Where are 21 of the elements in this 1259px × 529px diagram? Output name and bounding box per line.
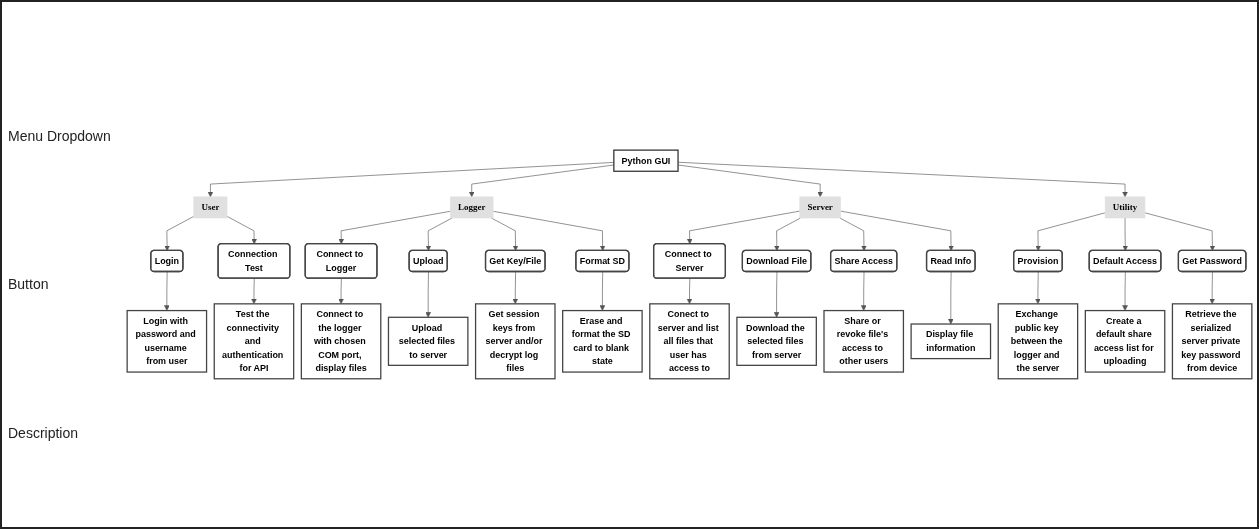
node-box: Python GUI — [613, 149, 679, 172]
node-box: Display file information — [910, 323, 992, 360]
node-box: Erase and format the SD card to blank state — [562, 310, 643, 373]
node-box: Server — [799, 196, 841, 219]
row-label: Description — [8, 424, 80, 441]
node-box: Create a default share access list for uploading — [1084, 310, 1166, 373]
node-box: Exchange public key between the logger and the server — [997, 303, 1079, 380]
node-box: Get session keys from server and/or decrypt log files — [474, 303, 556, 380]
node-box: Retrieve the serialized server private key password from device — [1171, 303, 1253, 380]
node-box: Download the selected files from server — [736, 316, 817, 366]
node-box: Utility — [1104, 196, 1146, 219]
node-box: Share or revoke file's access to other users — [823, 310, 905, 373]
node-box: Connect to the logger with chosen COM port, display files — [300, 303, 382, 380]
node-box: Login with password and username from user — [126, 310, 208, 373]
node-box: Conect to server and list all files that user has access to — [649, 303, 730, 380]
node-box: Test the connectivity and authentication for API — [213, 303, 295, 380]
row-label: Button — [8, 276, 50, 293]
node-box: Logger — [450, 196, 494, 219]
row-label: Menu Dropdown — [8, 128, 112, 145]
node-box: User — [193, 196, 228, 219]
node-box: Upload selected files to server — [387, 316, 469, 366]
